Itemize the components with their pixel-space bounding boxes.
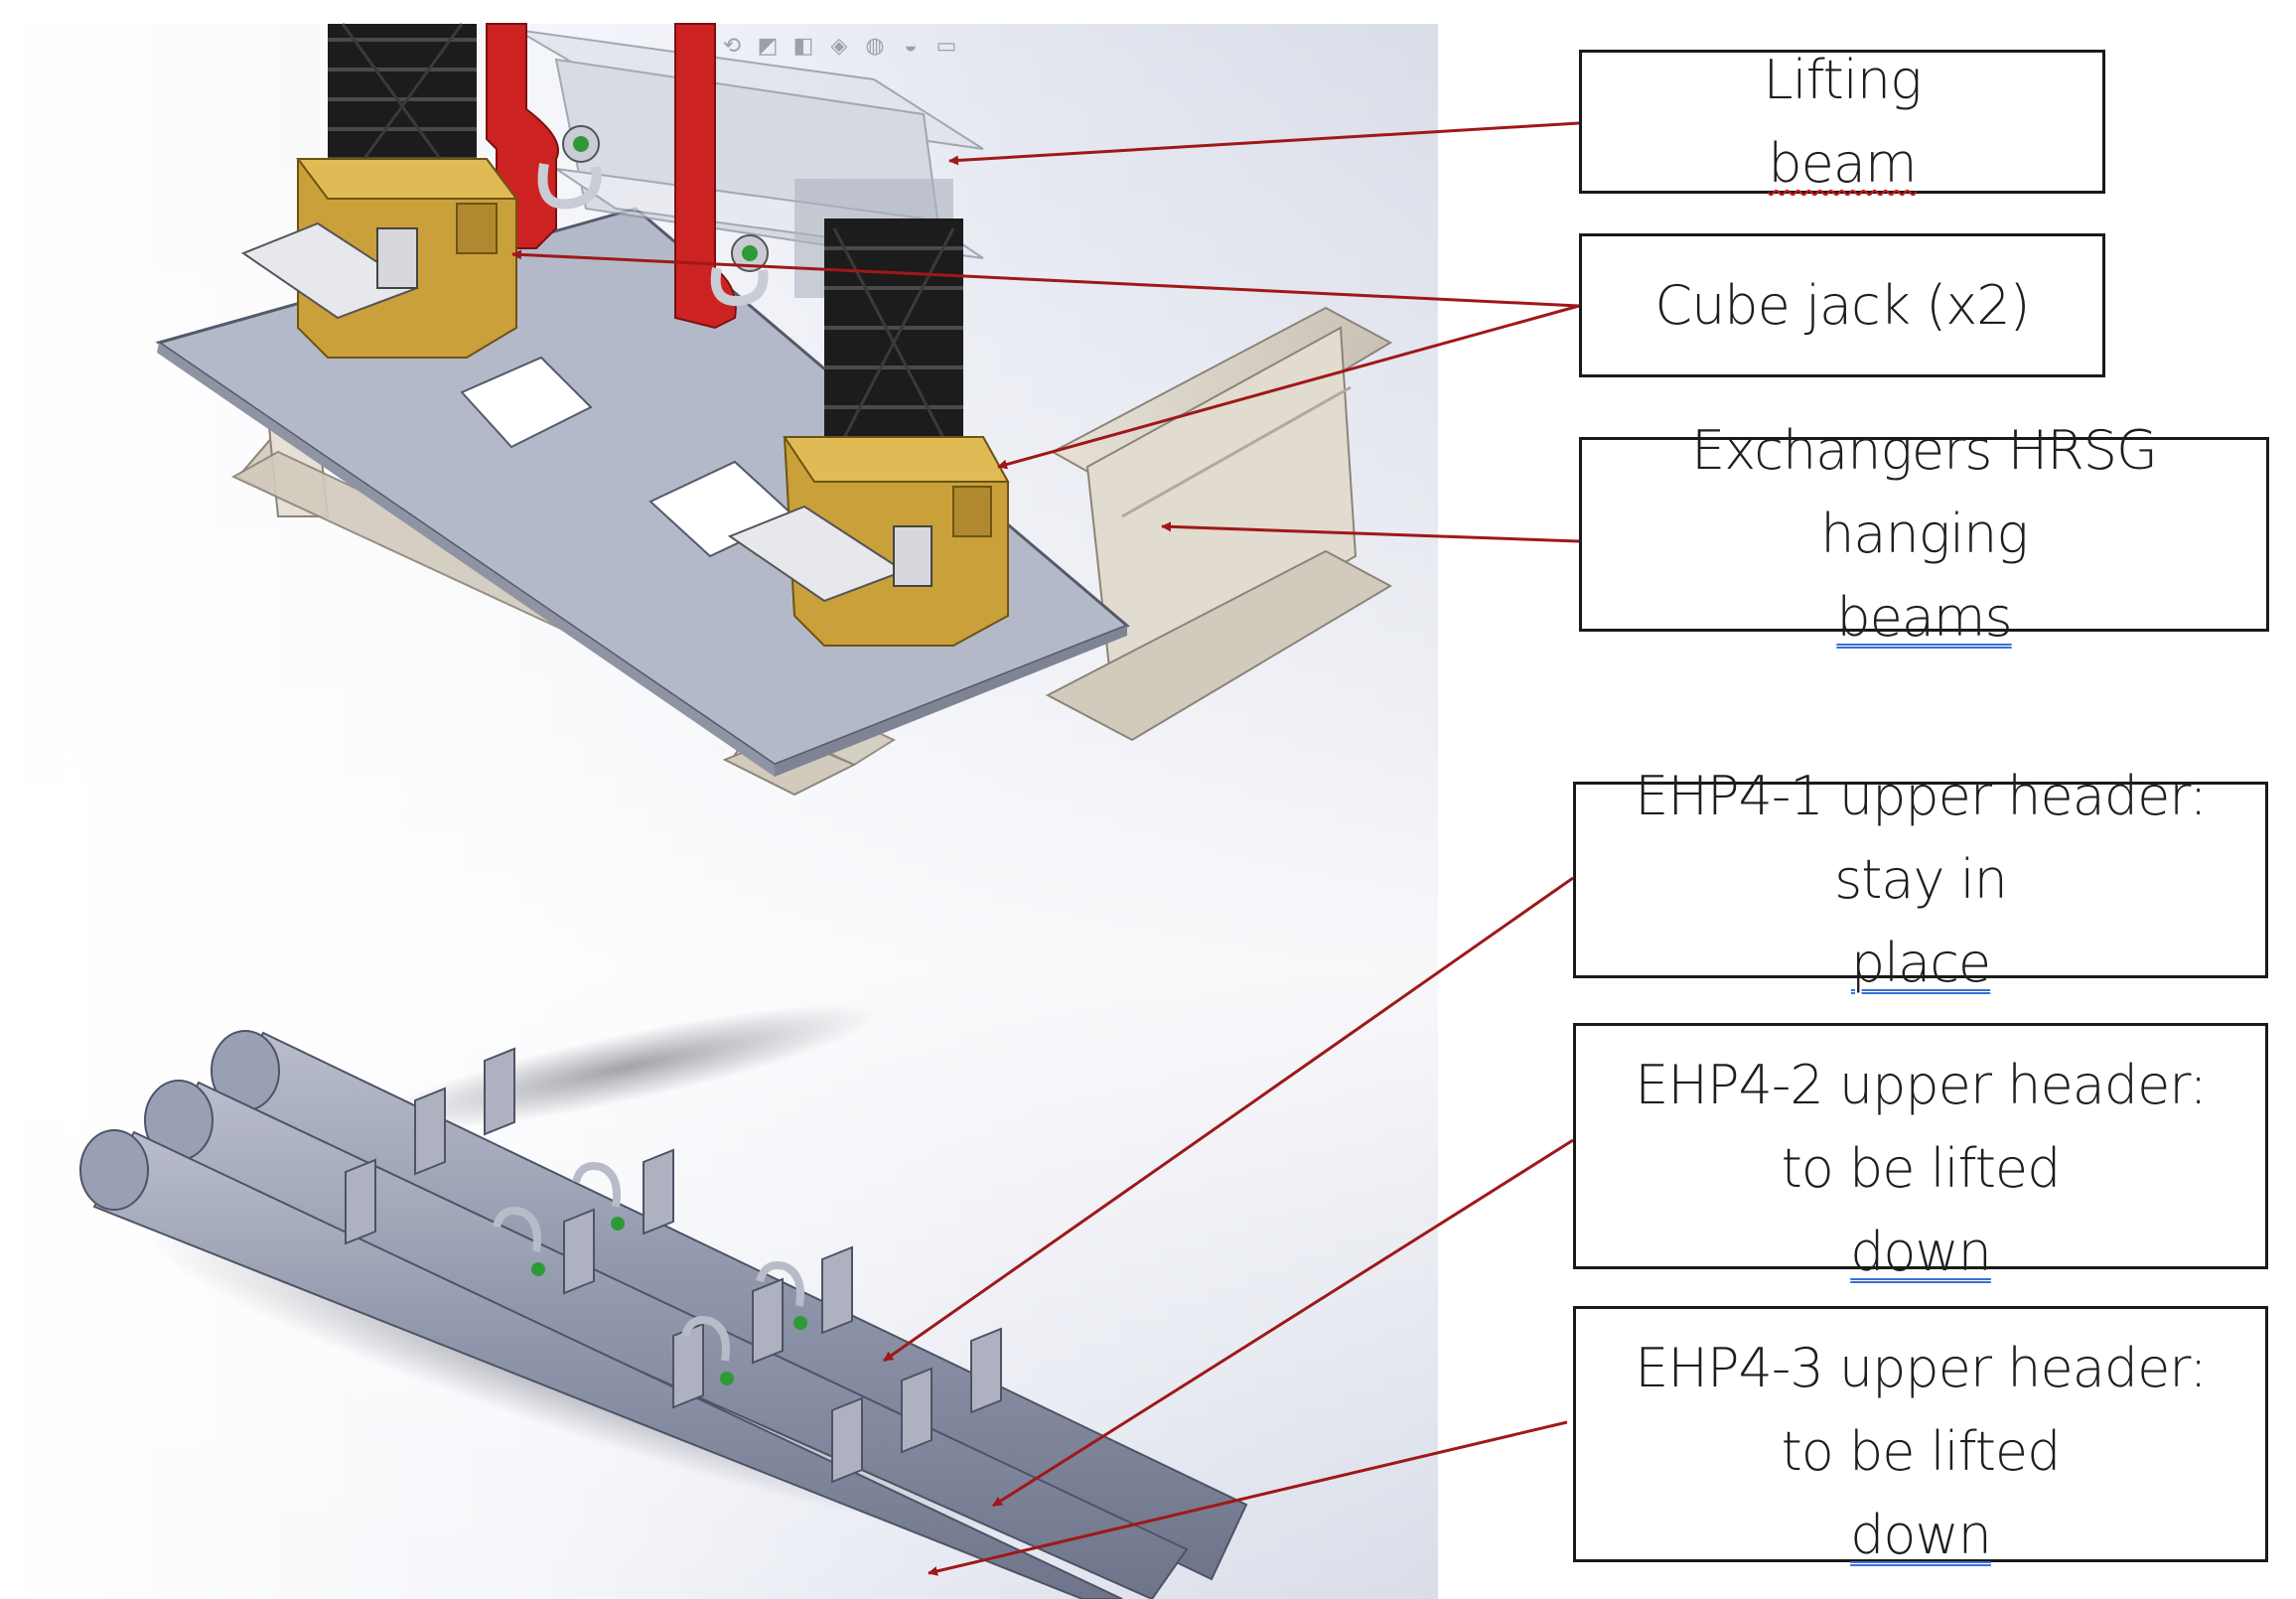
leader-arrows	[511, 121, 1580, 1576]
header-ehp4-3	[79, 1129, 1123, 1599]
arrow-lifting-beam	[948, 121, 1580, 166]
callout-hanging-beams-line2: hanging	[1820, 503, 2029, 565]
lifting-lugs	[345, 1047, 1002, 1484]
arrow-hanging-beams	[1161, 521, 1580, 543]
arrow-ehp4-2	[992, 1138, 1574, 1508]
callout-hanging-beams-line1: Exchangers HRSG	[1691, 419, 2158, 482]
callout-hanging-beams-underlined: beams	[1836, 586, 2012, 649]
callout-ehp4-1-line2: stay in	[1834, 848, 2008, 911]
callout-ehp4-3-underlined: down	[1850, 1504, 1992, 1566]
hrsg-hanging-beam-right	[1045, 306, 1393, 742]
monitor-icon[interactable]: ▭	[935, 33, 957, 58]
callout-cube-jack: Cube jack (x2)	[1579, 233, 2105, 377]
scene-icon[interactable]: ◒	[904, 33, 918, 58]
view-toolbar: ⌕ ⟲ ◩ ◧ ◈ ◍ ◒ ▭	[685, 28, 957, 64]
callout-hanging-beams: Exchangers HRSG hanging beams	[1579, 419, 2269, 649]
callout-ehp4-3: EHP4-3 upper header: to be lifted down	[1573, 1306, 2268, 1566]
callout-ehp4-2: EHP4-2 upper header: to be lifted down	[1573, 1023, 2268, 1283]
rotate-icon[interactable]: ⟲	[722, 33, 742, 58]
cube-jack-2	[727, 218, 1010, 647]
callout-ehp4-1-underlined: place	[1850, 932, 1991, 994]
header-ehp4-1	[211, 1030, 1248, 1581]
upper-headers	[79, 1030, 1248, 1599]
arrow-cube-jack-1	[511, 249, 1580, 308]
callout-ehp4-3-line2: to be lifted	[1781, 1420, 2062, 1483]
callout-ehp4-1-line1: EHP4-1 upper header:	[1635, 765, 2208, 827]
arrow-ehp4-1	[883, 876, 1574, 1363]
shackle-pins	[531, 1217, 807, 1385]
appearance-icon[interactable]: ◍	[865, 33, 885, 58]
callout-ehp4-3-line1: EHP4-3 upper header:	[1635, 1337, 2208, 1399]
cube-jack-1	[240, 23, 518, 359]
shackles	[493, 1162, 804, 1362]
callout-cube-jack-text: Cube jack (x2)	[1654, 273, 2030, 337]
hide-show-icon[interactable]: ◈	[830, 33, 848, 58]
display-style-icon[interactable]: ◧	[792, 33, 814, 58]
arrow-ehp4-3	[928, 1420, 1568, 1576]
callout-lifting-beam: Lifting beam	[1579, 49, 2105, 195]
arrow-cube-jack-2	[997, 304, 1580, 470]
callout-lifting-beam-underlined: beam	[1768, 131, 1917, 195]
section-view-icon[interactable]: ◩	[757, 33, 779, 58]
callout-ehp4-2-line2: to be lifted	[1781, 1137, 2062, 1200]
callout-ehp4-2-line1: EHP4-2 upper header:	[1635, 1054, 2208, 1116]
callout-lifting-beam-word: Lifting	[1763, 48, 1923, 111]
callout-ehp4-2-underlined: down	[1850, 1221, 1992, 1283]
callout-ehp4-1: EHP4-1 upper header: stay in place	[1573, 765, 2268, 994]
